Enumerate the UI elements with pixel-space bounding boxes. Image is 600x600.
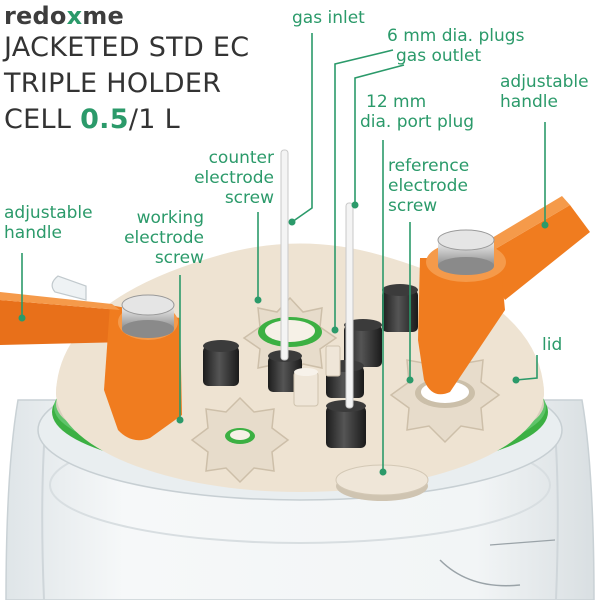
leader-gas-outlet	[354, 64, 405, 205]
label-line: 12 mm	[366, 92, 427, 112]
label-line: adjustable	[500, 72, 589, 92]
leader-lines	[21, 33, 546, 472]
label-lid: lid	[542, 335, 563, 355]
leader-plugs	[334, 49, 394, 330]
label-line: counter	[208, 148, 274, 168]
plug-knob-1	[203, 340, 239, 386]
title-capacity: 0.5	[80, 104, 129, 135]
title-line-2: TRIPLE HOLDER	[4, 68, 222, 99]
brand-x: x	[66, 2, 83, 30]
label-line: working	[136, 208, 204, 228]
leader-gas-inlet	[291, 33, 313, 223]
label-line: electrode	[388, 176, 468, 196]
label-adjustable-handle-right: adjustable handle	[500, 72, 589, 112]
gas-tubes	[280, 149, 354, 409]
title-line-1: JACKETED STD EC	[4, 32, 250, 63]
title-suffix: /1 L	[128, 104, 180, 135]
label-line: dia. port plug	[360, 112, 475, 132]
gas-fitting	[293, 345, 341, 407]
label-line: electrode	[194, 168, 274, 188]
plug-knob-4	[382, 284, 418, 332]
label-adjustable-handle-left: adjustable handle	[4, 203, 93, 243]
counter-holder	[242, 296, 338, 380]
label-working-electrode: working electrode screw	[124, 208, 204, 268]
side-glass-port	[51, 275, 87, 301]
left-handle	[0, 292, 182, 441]
port-plug-disk	[335, 464, 429, 501]
label-line: reference	[388, 156, 470, 176]
label-6mm-plugs: 6 mm dia. plugs	[387, 26, 525, 46]
plug-knob-6	[326, 400, 366, 448]
label-line: handle	[500, 92, 558, 112]
title-prefix: CELL	[4, 104, 81, 135]
leader-lid	[515, 355, 538, 381]
working-holder	[190, 396, 290, 484]
label-counter-electrode: counter electrode screw	[194, 148, 274, 208]
label-line: electrode	[124, 228, 204, 248]
label-gas-outlet: gas outlet	[396, 46, 482, 66]
brand-part1: redo	[4, 2, 67, 30]
label-line: screw	[154, 248, 204, 268]
brand-part3: me	[82, 2, 124, 30]
label-line: screw	[388, 196, 438, 216]
label-reference-electrode: reference electrode screw	[388, 156, 469, 216]
label-port-plug: 12 mm dia. port plug	[360, 92, 474, 132]
leader-dots	[18, 201, 549, 476]
label-line: screw	[224, 188, 274, 208]
label-line: adjustable	[4, 203, 93, 223]
title-line-3: CELL 0.5/1 L	[4, 104, 180, 135]
label-line: handle	[4, 223, 62, 243]
brand-logo: redoxme	[4, 2, 124, 30]
label-gas-inlet: gas inlet	[292, 8, 365, 28]
